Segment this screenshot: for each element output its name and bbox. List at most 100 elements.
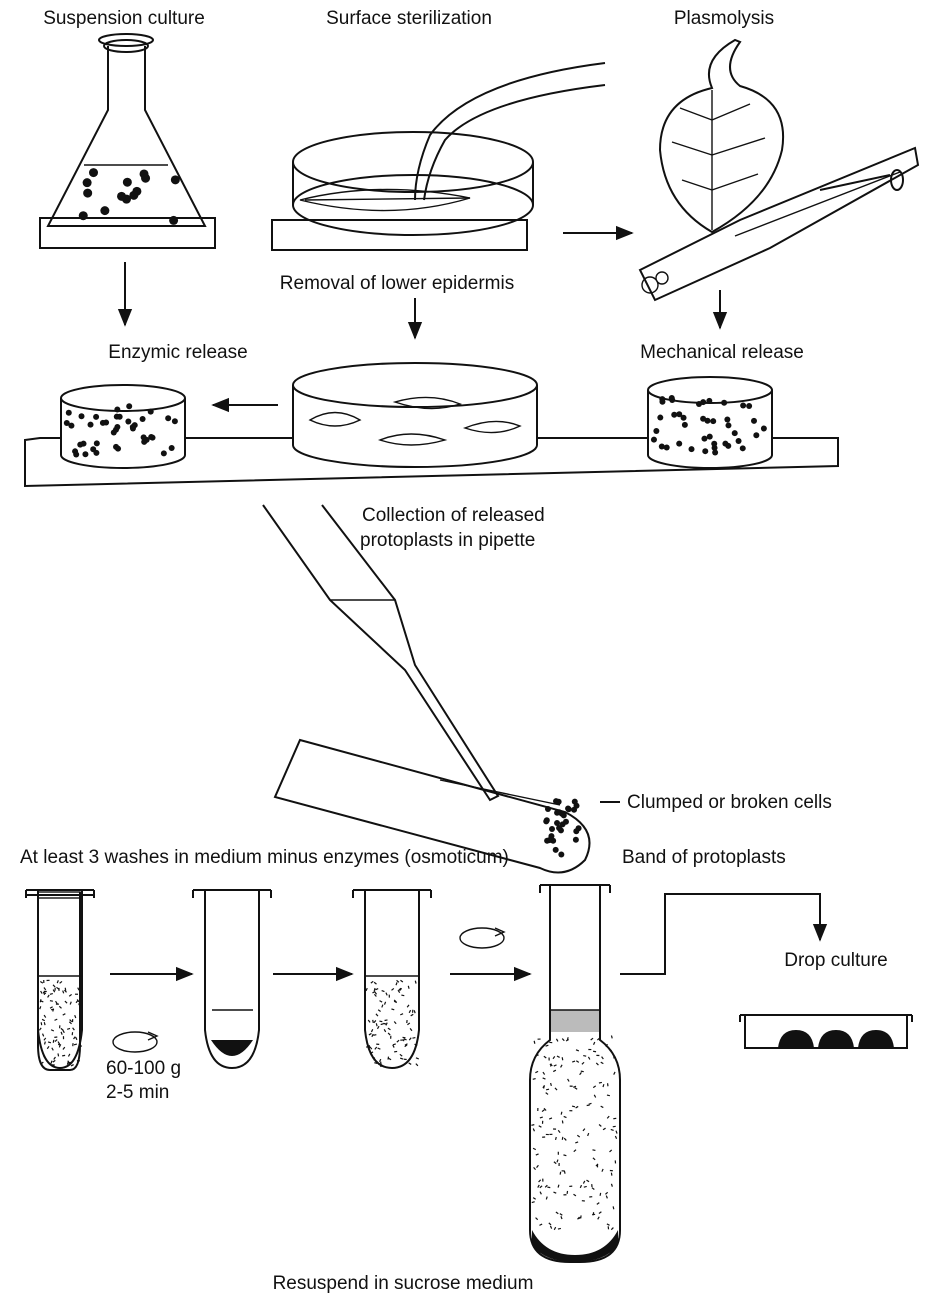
particle-mark <box>577 1216 580 1220</box>
particle-mark <box>407 1022 411 1026</box>
particle-mark <box>391 987 395 991</box>
label-mechanical-release: Mechanical release <box>640 342 804 363</box>
petri-dish-icon <box>271 62 606 251</box>
particle-mark <box>52 989 56 993</box>
cell-dot <box>117 191 127 201</box>
cell-dot <box>141 173 151 183</box>
cell-dot <box>115 445 122 452</box>
particle-mark <box>381 989 385 993</box>
particle-mark <box>539 1116 543 1119</box>
particle-mark <box>67 1061 72 1064</box>
cell-dot <box>653 428 660 435</box>
particle-mark <box>587 1056 591 1060</box>
cell-dot <box>668 395 675 402</box>
pipette-icon <box>262 504 500 802</box>
particle-mark <box>606 1223 610 1226</box>
particle-mark <box>79 1044 83 1047</box>
particle-mark <box>575 1105 579 1109</box>
particle-mark <box>68 993 72 997</box>
particle-mark <box>548 1222 552 1226</box>
particle-mark <box>539 1185 543 1189</box>
particle-mark <box>396 979 400 983</box>
particle-mark <box>380 1023 384 1026</box>
particle-mark <box>406 1004 410 1008</box>
cell-dot <box>659 398 666 405</box>
particle-mark <box>561 1038 565 1042</box>
particle-mark <box>58 1044 61 1048</box>
cell-dot <box>721 399 728 406</box>
cell-dot <box>169 215 179 225</box>
cell-dot <box>160 450 167 457</box>
particle-mark <box>553 1161 557 1165</box>
cell-dot <box>735 438 742 445</box>
particle-mark <box>385 1022 388 1026</box>
particle-mark <box>560 1111 563 1115</box>
label-plasmolysis: Plasmolysis <box>673 8 775 29</box>
erlenmeyer-flask-icon <box>39 33 216 249</box>
test-tube-icon <box>25 891 95 1071</box>
particle-mark <box>415 1057 419 1060</box>
particle-mark <box>598 1124 602 1127</box>
particle-mark <box>605 1195 608 1199</box>
particle-mark <box>557 1129 561 1134</box>
particle-mark <box>375 988 379 991</box>
cell-dot <box>671 411 678 418</box>
particle-mark <box>560 1064 563 1068</box>
particle-mark <box>537 1184 540 1188</box>
particle-mark <box>374 1062 378 1065</box>
cell-dot <box>125 418 132 425</box>
particle-mark <box>73 1036 76 1040</box>
particle-mark <box>60 1027 64 1031</box>
label-clumped-cells: Clumped or broken cells <box>627 792 832 813</box>
syringe-icon <box>638 146 920 302</box>
particle-mark <box>39 981 44 984</box>
particle-mark <box>556 1055 560 1058</box>
particle-mark <box>559 1171 562 1175</box>
particle-mark <box>552 1069 557 1073</box>
particle-mark <box>38 1027 42 1031</box>
particle-mark <box>545 1088 550 1091</box>
particle-mark <box>404 1043 408 1046</box>
cell-dot <box>753 432 760 439</box>
particle-mark <box>535 1217 539 1221</box>
particle-mark <box>556 1159 559 1163</box>
particle-mark <box>400 1057 404 1060</box>
particle-mark <box>596 1037 601 1041</box>
particle-mark <box>388 1057 392 1061</box>
particle-mark <box>40 1061 44 1065</box>
particle-mark <box>69 1001 72 1005</box>
particle-mark <box>613 1071 616 1075</box>
particle-mark <box>47 994 50 998</box>
cell-dot <box>83 188 93 198</box>
particle-mark <box>375 1023 378 1027</box>
particle-mark <box>39 999 42 1003</box>
cell-dot <box>87 421 94 428</box>
cell-dot <box>740 402 747 409</box>
particle-mark <box>72 1027 75 1031</box>
particle-mark <box>369 1046 373 1050</box>
cell-dot <box>750 417 757 424</box>
particle-mark <box>39 1006 42 1010</box>
particle-mark <box>396 1039 400 1043</box>
drop-culture-dish <box>739 1014 913 1049</box>
particle-mark <box>397 989 401 994</box>
particle-mark <box>592 1050 597 1053</box>
particle-mark <box>373 981 377 985</box>
particle-mark <box>549 1063 553 1067</box>
particle-mark <box>602 1127 606 1131</box>
cell-dot <box>114 423 121 430</box>
particle-mark <box>408 1062 412 1065</box>
particle-mark <box>400 1013 404 1016</box>
particle-mark <box>387 1056 390 1060</box>
particle-mark <box>414 1043 418 1046</box>
particle-mark <box>58 1005 62 1009</box>
particle-mark <box>596 1202 600 1205</box>
particle-mark <box>531 1201 535 1204</box>
particle-mark <box>601 1056 604 1060</box>
cell-dot <box>65 409 72 416</box>
particle-mark <box>547 1186 551 1189</box>
particle-mark <box>62 1046 66 1050</box>
particle-mark <box>532 1077 536 1080</box>
particle-mark <box>532 1147 537 1151</box>
cell-dot <box>700 399 707 406</box>
